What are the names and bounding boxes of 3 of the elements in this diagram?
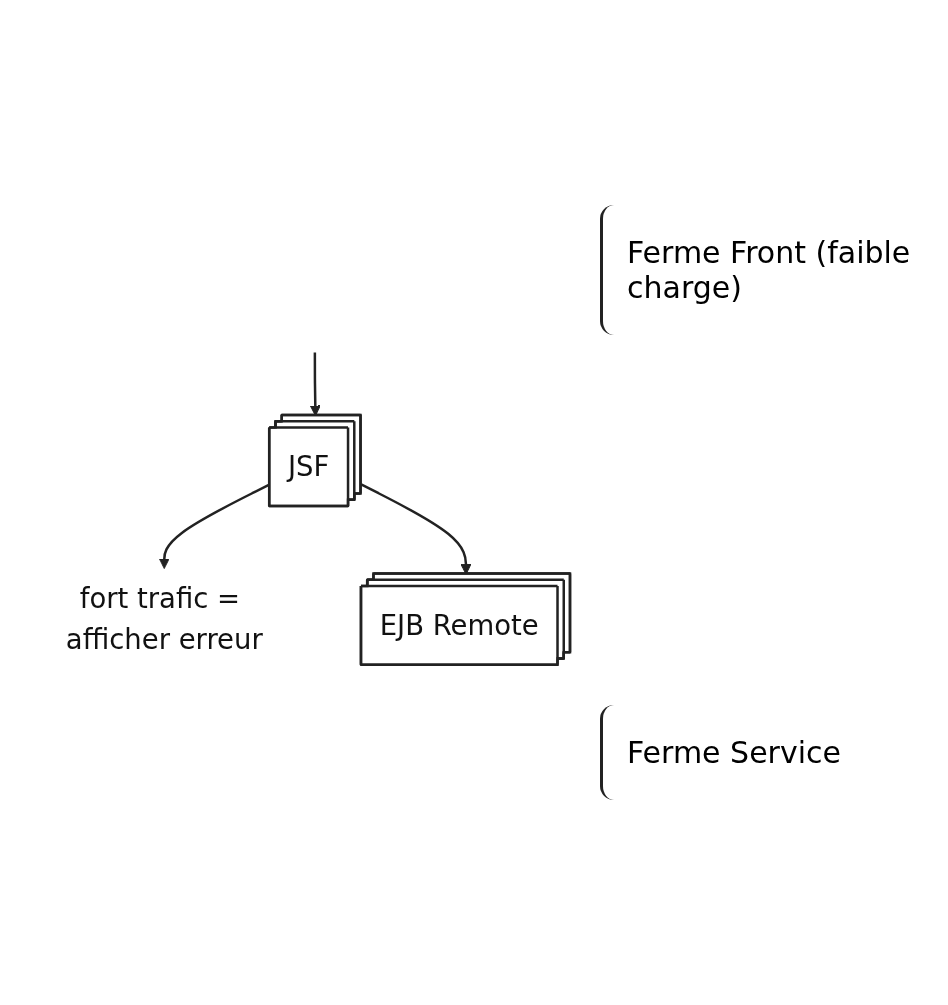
- bracket-label: Ferme Service: [600, 705, 928, 800]
- node-text: fort trafic = afficher erreur: [65, 583, 263, 656]
- bracket-label: Ferme Front (faible charge): [600, 205, 928, 335]
